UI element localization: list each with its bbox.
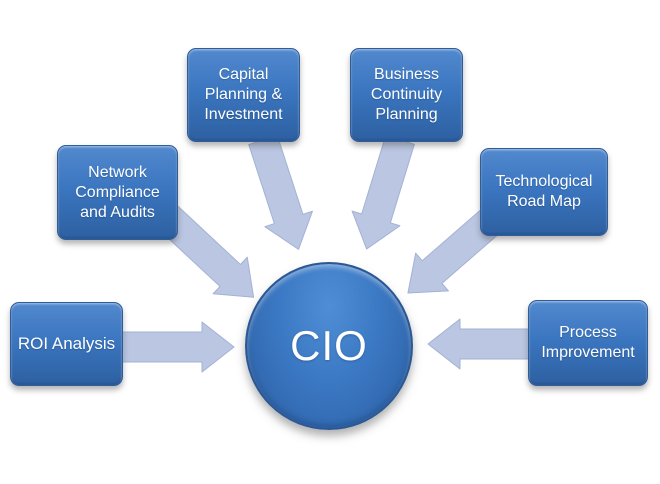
- node-business-continuity: Business Continuity Planning: [350, 48, 463, 142]
- node-network-compliance: Network Compliance and Audits: [57, 145, 178, 240]
- node-roi-analysis: ROI Analysis: [10, 302, 123, 386]
- arrow-capital-to-cio: [239, 132, 322, 257]
- node-network-compliance-label: Network Compliance and Audits: [75, 163, 160, 221]
- arrow-roi-to-cio: [120, 321, 235, 373]
- center-node-cio: CIO: [245, 262, 413, 430]
- arrow-business-to-cio: [343, 133, 424, 257]
- node-capital-planning-label: Capital Planning & Investment: [204, 66, 283, 123]
- node-capital-planning: Capital Planning & Investment: [187, 48, 300, 142]
- node-technological-roadmap: Technological Road Map: [480, 148, 608, 236]
- node-business-continuity-label: Business Continuity Planning: [370, 66, 443, 123]
- node-technological-roadmap-label: Technological Road Map: [495, 173, 593, 210]
- node-process-improvement-label: Process Improvement: [541, 324, 635, 361]
- node-process-improvement: Process Improvement: [528, 300, 648, 386]
- arrow-process-to-cio: [427, 318, 531, 370]
- center-node-cio-label: CIO: [290, 322, 368, 369]
- node-roi-analysis-label: ROI Analysis: [17, 334, 116, 354]
